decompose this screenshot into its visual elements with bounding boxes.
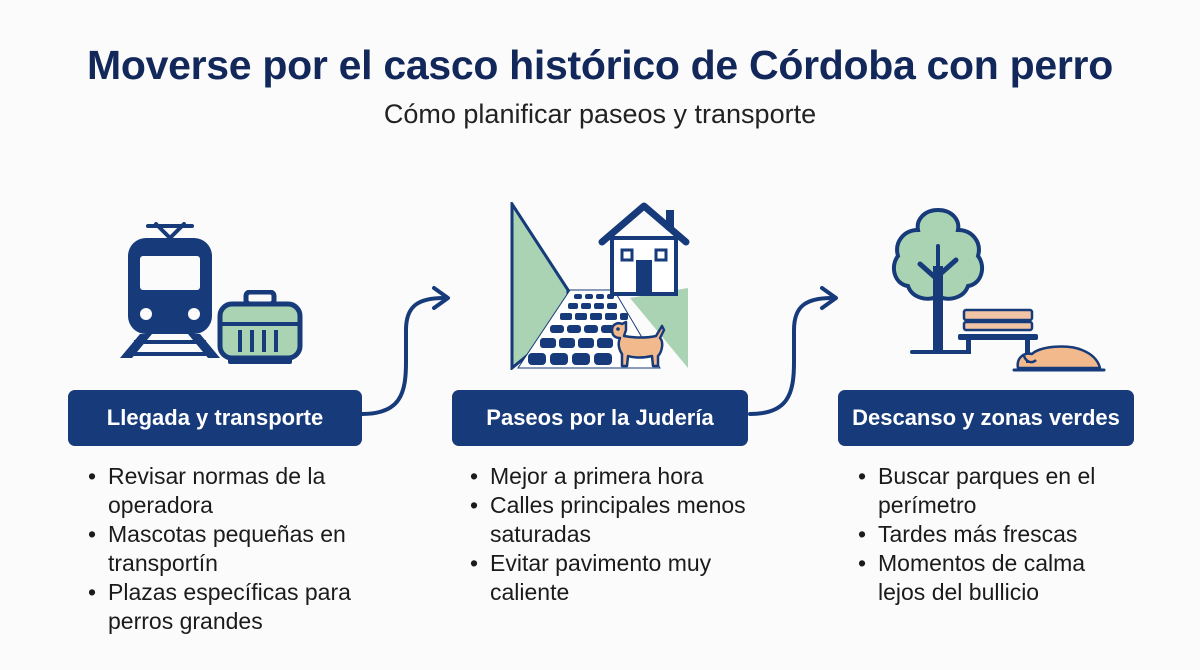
step-2-bullets: Mejor a primera hora Calles principales … [468, 462, 768, 607]
list-item: Evitar pavimento muy caliente [468, 549, 768, 607]
list-item: Calles principales menos saturadas [468, 491, 768, 549]
step-1-label: Llegada y transporte [68, 390, 362, 446]
tree-icon [891, 207, 985, 354]
list-item: Mascotas pequeñas en transportín [86, 520, 356, 578]
step-2-label: Paseos por la Judería [452, 390, 748, 446]
list-item: Momentos de calma lejos del bullicio [856, 549, 1116, 607]
step-3-bullets: Buscar parques en el perímetro Tardes má… [856, 462, 1116, 607]
arrow-icon [748, 286, 838, 416]
sleeping-dog-icon [1012, 345, 1106, 372]
page-title: Moverse por el casco histórico de Córdob… [87, 42, 1113, 88]
bench-icon [958, 308, 1038, 354]
page-subtitle: Cómo planificar paseos y transporte [383, 99, 817, 129]
cobblestone-street-icon [510, 202, 688, 370]
list-item: Buscar parques en el perímetro [856, 462, 1116, 520]
house-icon [598, 202, 690, 296]
step-3-label: Descanso y zonas verdes [838, 390, 1134, 446]
step-1-bullets: Revisar normas de la operadora Mascotas … [86, 462, 356, 636]
pet-carrier-icon [217, 290, 303, 364]
arrow-icon [360, 286, 450, 416]
dog-icon [610, 320, 666, 368]
list-item: Revisar normas de la operadora [86, 462, 356, 520]
train-icon [120, 222, 220, 358]
list-item: Tardes más frescas [856, 520, 1116, 549]
list-item: Mejor a primera hora [468, 462, 768, 491]
list-item: Plazas específicas para perros grandes [86, 578, 356, 636]
